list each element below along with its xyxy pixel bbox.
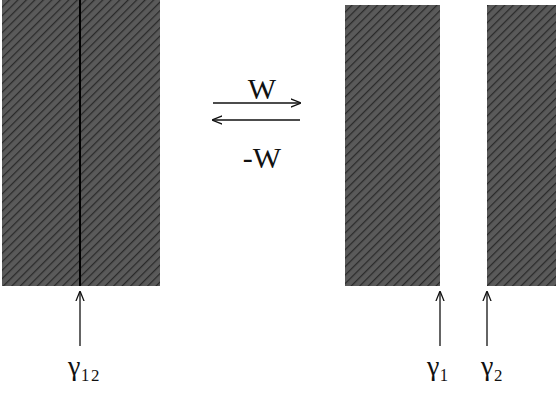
work-label: -W [243, 143, 281, 173]
pointer-arrow [439, 292, 440, 346]
joined-block [2, 0, 160, 286]
work-label: W [248, 74, 276, 104]
separated-block [345, 5, 440, 286]
surface-energy-label: γ₁ [427, 352, 449, 380]
surface-energy-label: γ₁₂ [68, 352, 100, 380]
pointer-arrow [79, 292, 80, 346]
separated-block [487, 5, 556, 286]
pointer-arrow [486, 292, 487, 346]
interface-line [79, 0, 81, 286]
surface-energy-label: γ₂ [481, 352, 503, 380]
work-arrow [213, 119, 300, 120]
